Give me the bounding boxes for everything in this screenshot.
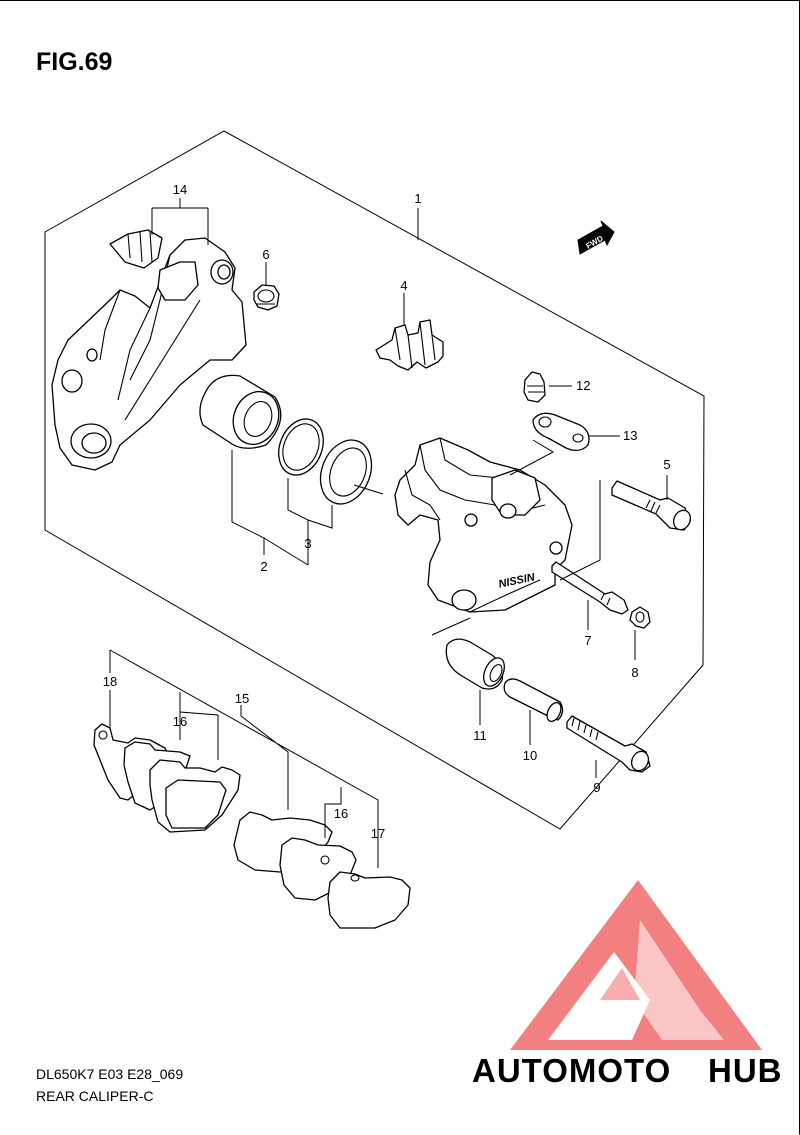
figure-title: FIG.69 <box>36 48 113 76</box>
piston-seal-part <box>278 418 324 476</box>
callout-7: 7 <box>584 633 591 648</box>
pad-pin-part <box>551 561 629 615</box>
watermark-text: AUTOMOTO HUB <box>472 1052 783 1089</box>
callout-16a: 16 <box>173 714 187 729</box>
bleeder-valve-part <box>523 371 546 403</box>
model-code: DL650K7 E03 E28_069 <box>36 1066 184 1082</box>
watermark-text-automoto: AUTOMOTO <box>472 1052 671 1089</box>
callout-9: 9 <box>593 780 600 795</box>
sleeve-part <box>503 678 564 723</box>
slide-pin-part <box>611 480 692 531</box>
watermark-logo <box>510 880 762 1050</box>
dust-seal-part <box>319 439 373 505</box>
sleeve-boot-part <box>445 638 505 690</box>
brake-pad-set-right <box>233 811 411 929</box>
section-name: REAR CALIPER-C <box>36 1088 154 1104</box>
callout-11: 11 <box>473 728 487 743</box>
callout-6: 6 <box>262 247 269 262</box>
callout-12: 12 <box>576 378 590 393</box>
bolt-part <box>566 715 651 773</box>
callout-5: 5 <box>663 457 670 472</box>
callout-4: 4 <box>400 278 407 293</box>
callout-3: 3 <box>304 536 311 551</box>
fwd-arrow-icon: FWD <box>577 220 615 255</box>
boot-part <box>253 284 280 311</box>
callout-13: 13 <box>623 428 637 443</box>
callout-labels: 1 2 3 4 5 6 7 8 9 10 11 12 13 14 15 16 1… <box>103 182 671 841</box>
callout-15: 15 <box>235 691 249 706</box>
callout-10: 10 <box>523 748 537 763</box>
axis-line <box>353 484 384 495</box>
callout-17: 17 <box>371 826 385 841</box>
brake-pad-set-left <box>93 723 241 833</box>
plug-part <box>629 606 651 629</box>
pad-spring-part <box>375 319 444 371</box>
assembly-outline <box>44 130 705 830</box>
leader-lines <box>109 198 668 868</box>
callout-16b: 16 <box>334 806 348 821</box>
caliper-bracket-part <box>51 229 247 471</box>
callout-14: 14 <box>173 182 187 197</box>
watermark-text-hub: HUB <box>708 1052 783 1089</box>
callout-1: 1 <box>414 191 421 206</box>
callout-8: 8 <box>631 665 638 680</box>
callout-18: 18 <box>103 674 117 689</box>
callout-2: 2 <box>260 559 267 574</box>
bleeder-cap-part <box>532 412 590 452</box>
piston-part <box>199 374 282 449</box>
caliper-body-part: NISSIN <box>394 437 573 613</box>
